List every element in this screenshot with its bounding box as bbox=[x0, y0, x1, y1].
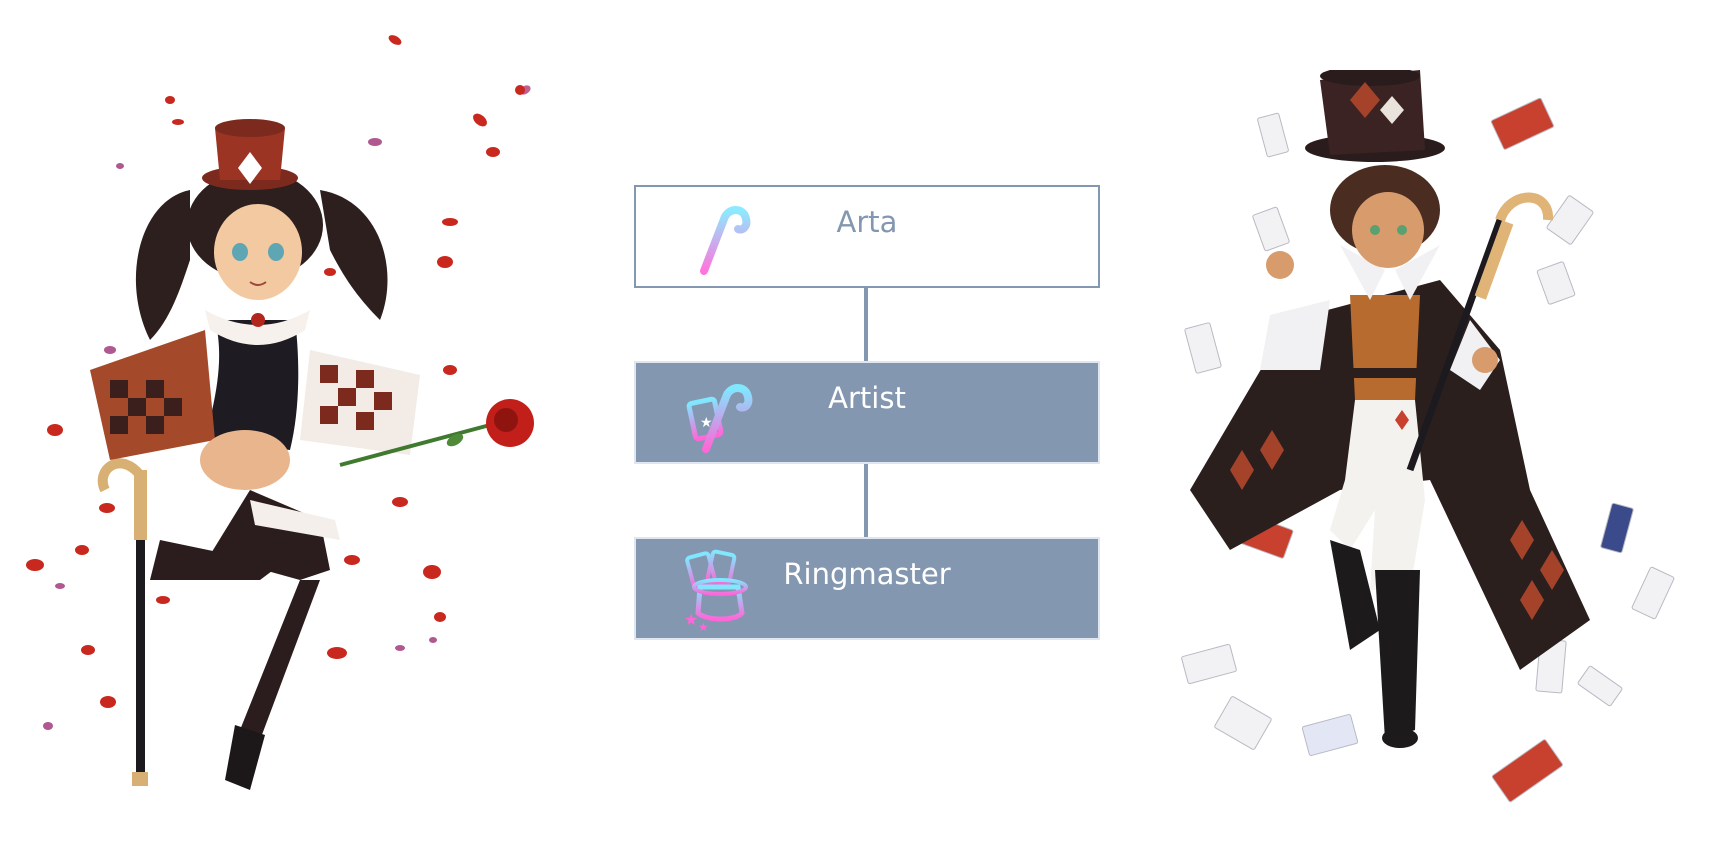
class-node-label: Arta bbox=[836, 205, 898, 239]
svg-text:★: ★ bbox=[700, 415, 713, 431]
svg-text:★: ★ bbox=[698, 620, 709, 633]
bodysuit bbox=[205, 320, 299, 450]
rose-petals bbox=[26, 35, 531, 730]
class-node-artist: ★ Artist bbox=[634, 361, 1100, 464]
face bbox=[1352, 192, 1424, 268]
rose bbox=[339, 399, 534, 467]
right-sleeve bbox=[300, 350, 420, 455]
cane-card-icon: ★ bbox=[686, 384, 753, 453]
floating-cards bbox=[1181, 97, 1675, 803]
connector-line bbox=[864, 464, 868, 537]
cane bbox=[97, 458, 148, 786]
male-magician-illustration bbox=[1181, 70, 1675, 803]
top-hat bbox=[202, 119, 298, 190]
class-node-ringmaster: ★ ★ Ringmaster bbox=[634, 537, 1100, 640]
svg-text:★: ★ bbox=[684, 610, 698, 629]
vest bbox=[1350, 295, 1420, 400]
class-node-arta: Arta bbox=[634, 185, 1100, 288]
boots bbox=[1330, 540, 1380, 650]
face bbox=[214, 204, 302, 300]
coat-diamonds bbox=[1230, 430, 1564, 620]
class-node-label: Artist bbox=[828, 381, 906, 415]
female-magician-illustration bbox=[26, 35, 534, 790]
class-node-label: Ringmaster bbox=[783, 557, 951, 591]
cane bbox=[1406, 192, 1553, 472]
cane-icon bbox=[700, 206, 751, 275]
pants bbox=[1330, 400, 1425, 590]
top-hat bbox=[1305, 70, 1445, 162]
connector-line bbox=[864, 288, 868, 361]
left-sleeve bbox=[90, 330, 215, 460]
legs bbox=[150, 430, 340, 790]
top-hat-cards-icon: ★ ★ bbox=[684, 549, 748, 633]
